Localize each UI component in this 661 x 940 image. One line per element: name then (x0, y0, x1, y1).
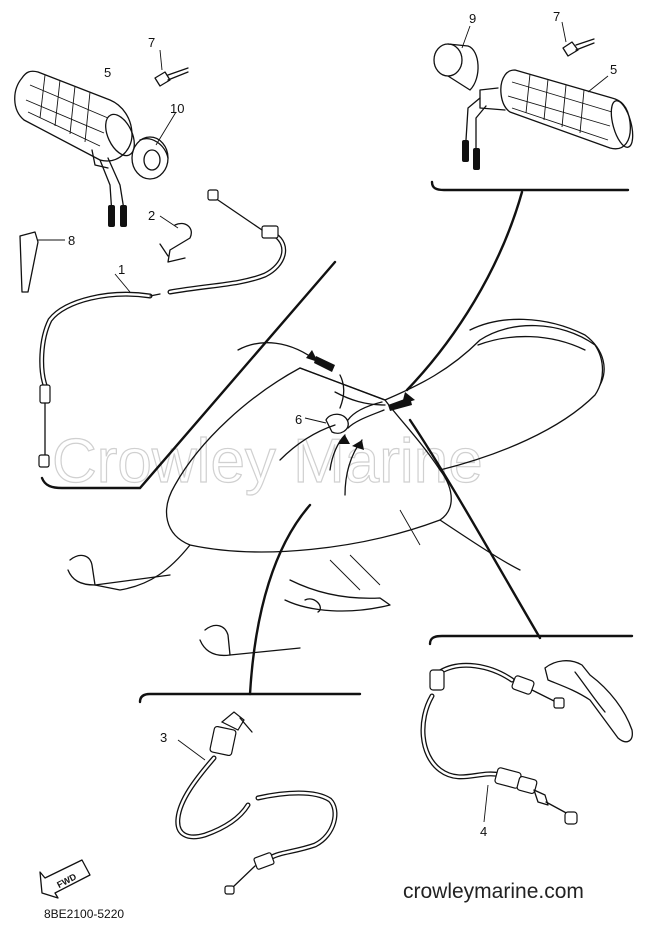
callout-3: 3 (160, 730, 167, 745)
snowmobile-outline (67, 318, 605, 657)
clamp-part (304, 374, 385, 434)
screw-left (154, 49, 189, 87)
callout-2: 2 (148, 208, 155, 223)
inset-frame-bottom-right (408, 418, 634, 646)
throttle-cable (38, 189, 287, 468)
callout-labels: 1 2 3 4 5 5 6 7 7 8 9 10 (68, 9, 617, 839)
pointer-arrows (237, 342, 415, 496)
choke-cable (175, 711, 338, 895)
ring-part (131, 111, 177, 180)
callout-9: 9 (469, 11, 476, 26)
grip-right (462, 69, 634, 170)
callout-5-right: 5 (610, 62, 617, 77)
callout-1: 1 (118, 262, 125, 277)
forward-direction-icon: FWD (39, 859, 91, 899)
callout-4: 4 (480, 824, 487, 839)
screw-right (561, 21, 595, 57)
brake-cable (420, 660, 633, 825)
callout-8: 8 (68, 233, 75, 248)
clip-part (159, 215, 192, 263)
callout-6: 6 (295, 412, 302, 427)
grip-left (14, 70, 135, 227)
cable-tie (19, 231, 65, 293)
callout-5-left: 5 (104, 65, 111, 80)
inset-frame-left (40, 260, 337, 490)
diagram-code: 8BE2100-5220 (44, 907, 124, 921)
inset-frame-bottom-left (138, 503, 362, 704)
inset-frame-right (405, 180, 630, 392)
callout-10: 10 (170, 101, 184, 116)
watermark-text: Crowley Marine (52, 427, 483, 496)
site-url: crowleymarine.com (403, 880, 584, 903)
grip-end-right (433, 25, 479, 91)
callout-7-left: 7 (148, 35, 155, 50)
callout-7-right: 7 (553, 9, 560, 24)
